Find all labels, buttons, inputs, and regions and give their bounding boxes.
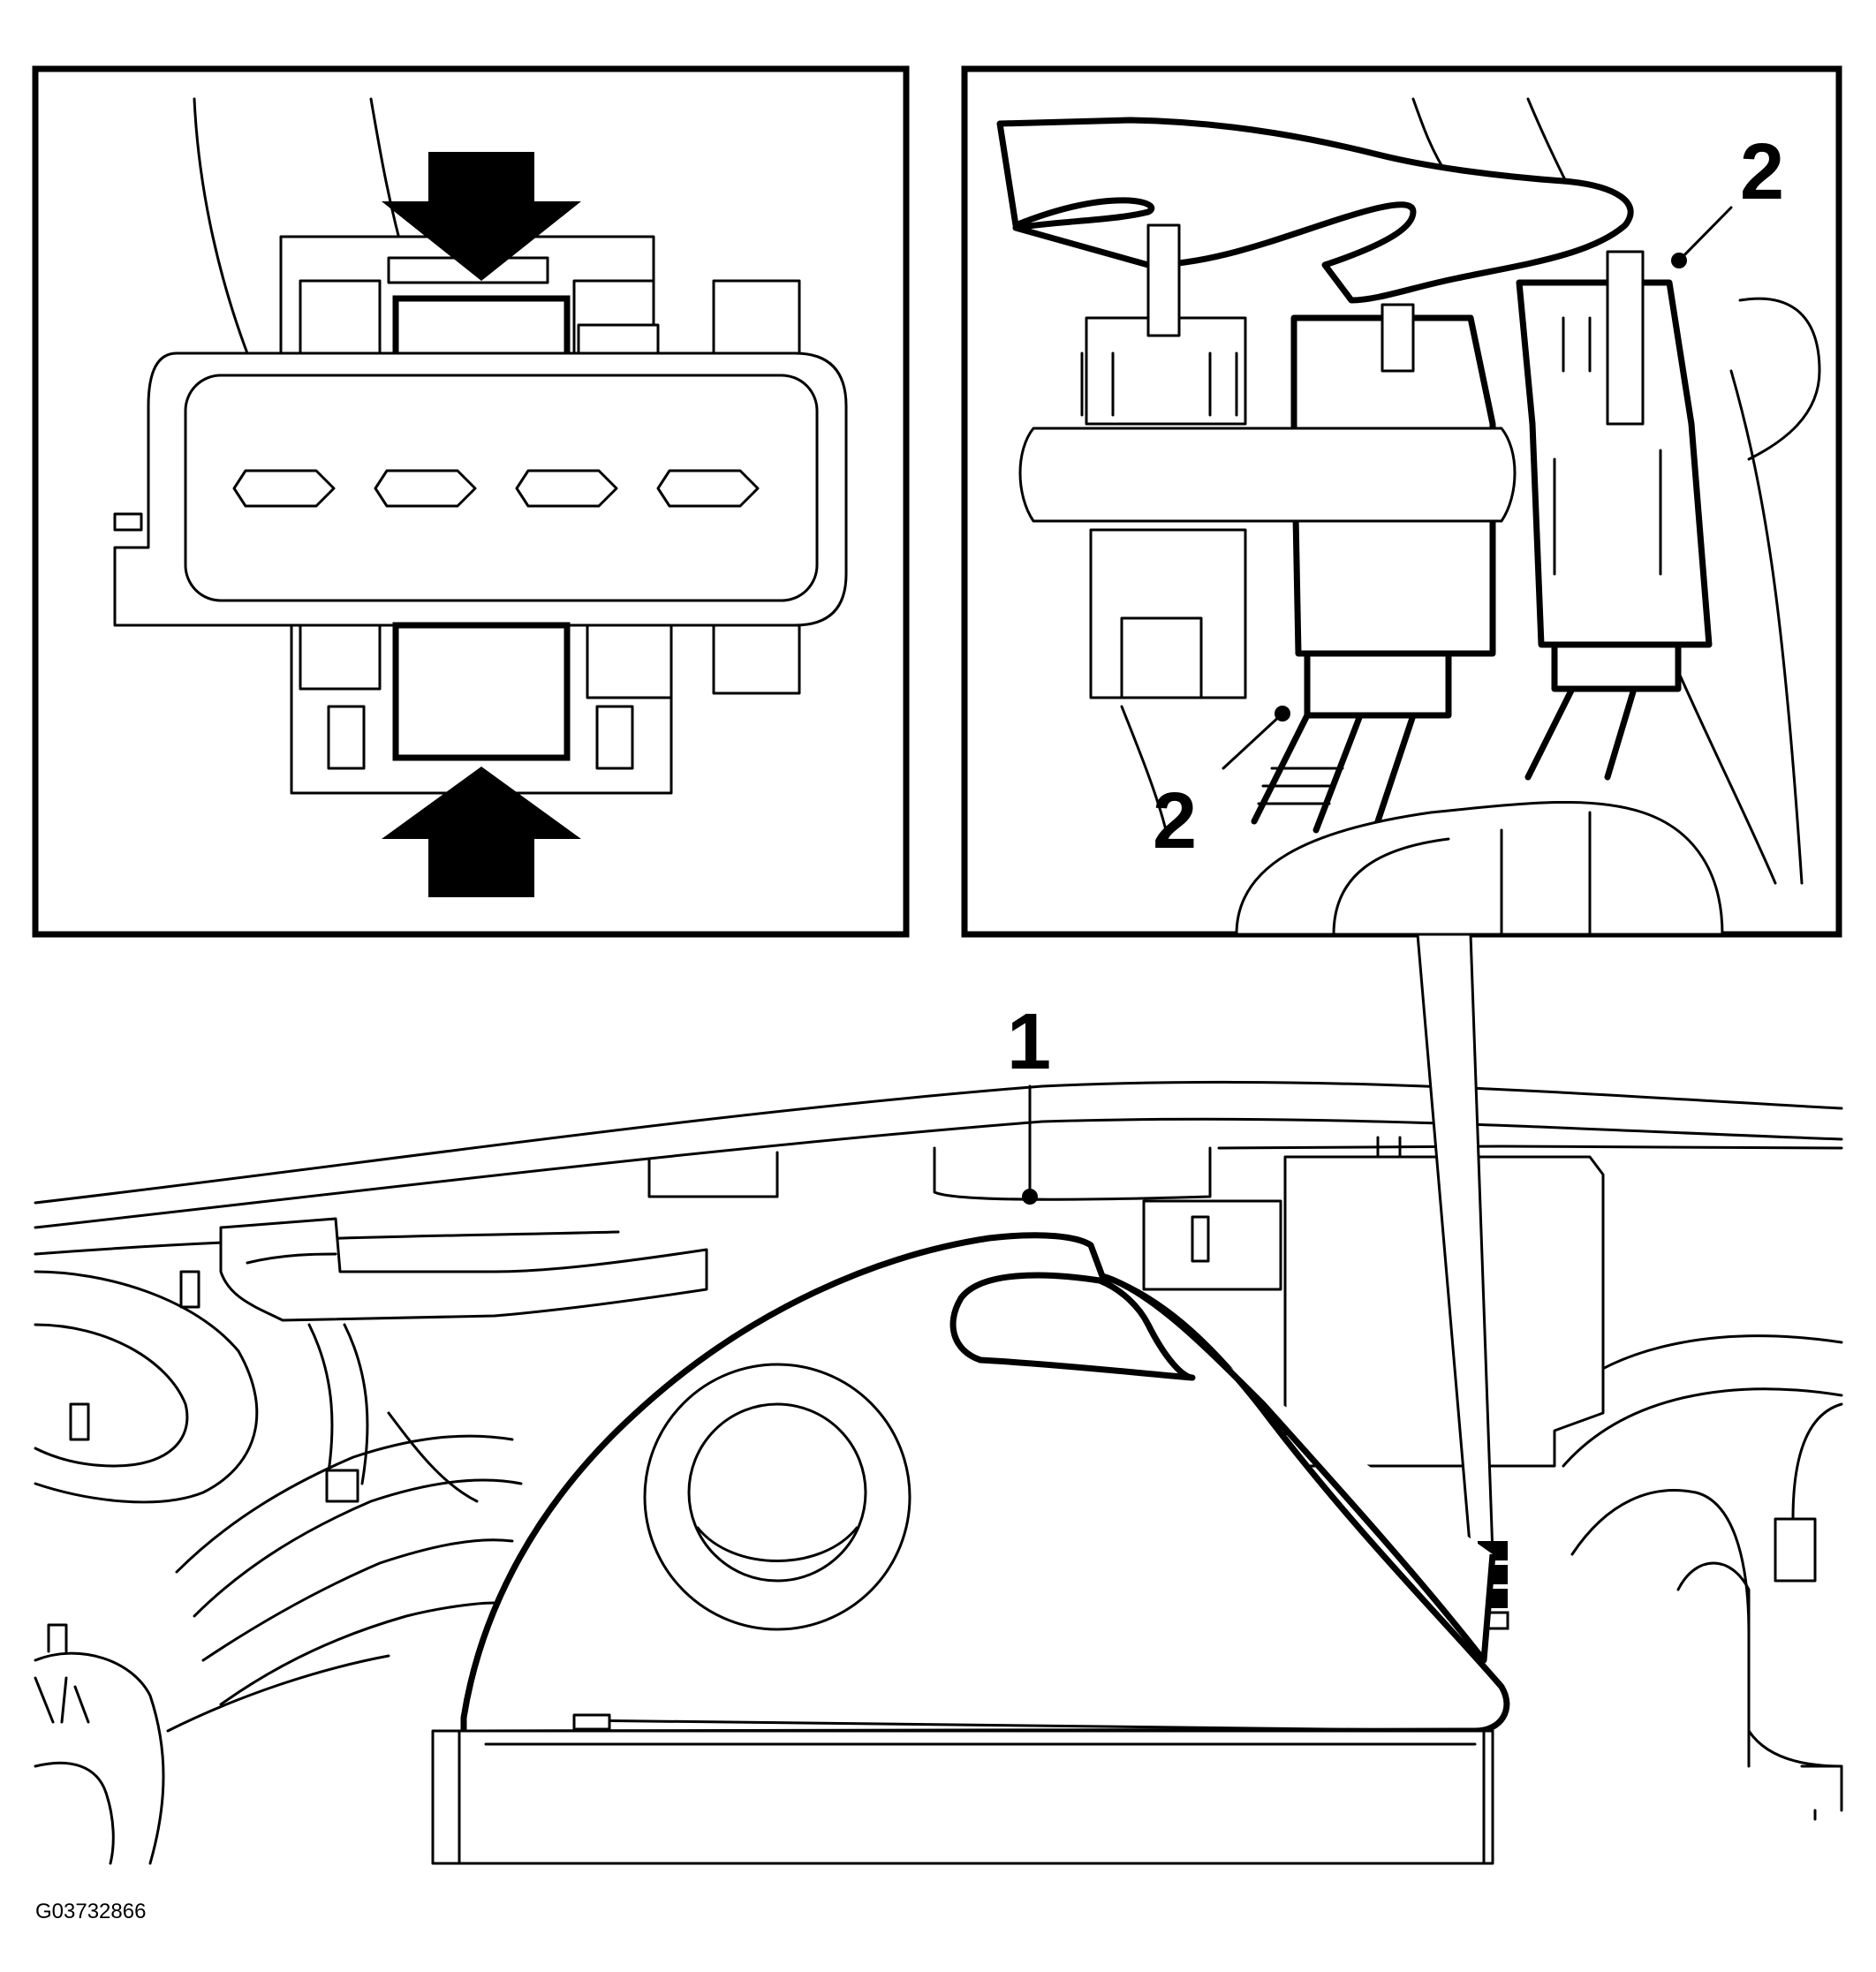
connector-lower-tab [299, 623, 382, 691]
oil-filler-cap-rim [696, 1526, 859, 1562]
connector-plug [1304, 650, 1452, 719]
wire-bundle [1524, 685, 1638, 781]
bracket-outline [1738, 297, 1821, 461]
intake-clip [572, 1713, 611, 1731]
intake-manifold [431, 1729, 1494, 1865]
terminal-slot [656, 469, 760, 508]
connector-latch [1080, 351, 1238, 417]
callout-2-lower-leader [1222, 712, 1284, 770]
intake-seam [572, 1719, 1486, 1733]
fuse-box-bracket [1142, 1199, 1282, 1291]
hose [246, 1252, 337, 1265]
sensor-plug [1774, 1517, 1817, 1583]
intake-manifold-edge [458, 1729, 1486, 1865]
engine-bay-view: 1 [34, 933, 1843, 1865]
callout-2-upper-leader [1677, 206, 1733, 262]
left-component [34, 1651, 165, 1865]
connector-detail-inset [32, 65, 910, 938]
wire-harness [307, 1323, 334, 1485]
strut-tower [34, 1270, 259, 1504]
wire-harness [193, 1478, 523, 1618]
connector-lock-nub [113, 512, 143, 532]
cowl-bracket [933, 1146, 1212, 1201]
cowl-line [34, 1230, 620, 1256]
connector-plug [1551, 641, 1682, 692]
retaining-bar [1018, 427, 1517, 523]
cowl-line [34, 1080, 1843, 1205]
wire-harness [387, 1411, 479, 1503]
engine-cover-tab [949, 1272, 1196, 1381]
connector-plug [1120, 616, 1203, 699]
brake-booster [1562, 1387, 1843, 1468]
wire-stub [1606, 250, 1645, 426]
reservoir [1676, 1561, 1843, 1768]
wire-harness [201, 1538, 514, 1662]
background-hose-line [1676, 669, 1777, 885]
figure-id: G03732866 [35, 1900, 146, 1923]
cowl-line [1217, 1145, 1843, 1150]
connector-latch-tab [299, 279, 382, 355]
terminal-slot [515, 469, 618, 508]
wire-harness [219, 1601, 496, 1706]
wire-stub [1146, 223, 1181, 337]
fuse-box-slot [1191, 1215, 1210, 1263]
connector-lower-tab [586, 623, 673, 699]
sensor-wire [1791, 1402, 1843, 1521]
strut-tower [34, 1323, 189, 1468]
oil-filler-cap-icon [687, 1402, 867, 1583]
wire-harness [343, 1323, 369, 1485]
connector-lower-slot [327, 705, 366, 770]
strut-bolt [179, 1270, 200, 1309]
press-arrow-up-icon [382, 767, 581, 897]
strut-bolt [69, 1402, 90, 1441]
left-component-teeth [34, 1623, 90, 1724]
lower-component-housing [1235, 800, 1724, 936]
terminal-slot [374, 469, 477, 508]
connector-location-inset: 2 2 [961, 65, 1842, 938]
fuse-box-tab [1376, 1136, 1402, 1159]
background-hose-line [1729, 369, 1804, 885]
callout-2-lower-label: 2 [1153, 777, 1197, 865]
callout-2-upper-label: 2 [1740, 128, 1784, 216]
background-hose-line [193, 97, 249, 355]
connector-release-tab-bottom [392, 622, 571, 761]
wire-harness [166, 1654, 390, 1733]
connector-side-block [712, 623, 801, 695]
cowl-bracket [647, 1151, 779, 1198]
wire-bundle [1120, 705, 1168, 832]
wire-harness [175, 1434, 514, 1574]
hose [219, 1217, 708, 1322]
engine-cover-ridge [1101, 1273, 1496, 1664]
press-arrow-down-icon [382, 152, 581, 281]
wire-stub [1381, 303, 1415, 373]
left-component [34, 1761, 115, 1865]
harness-clip [325, 1469, 359, 1503]
connector-face-plate [184, 374, 819, 602]
connector-lower-slot [595, 705, 634, 770]
right-bracket [1800, 1764, 1843, 1821]
brake-booster [1570, 1489, 1751, 1768]
callout-1-label: 1 [1007, 998, 1051, 1086]
cowl-line [34, 1117, 1843, 1229]
connector-housing-left [1085, 316, 1247, 426]
connector-latch [1553, 316, 1662, 576]
lower-component-detail [1332, 811, 1592, 936]
wire-bundle [1257, 767, 1344, 805]
terminal-slot [232, 469, 336, 508]
